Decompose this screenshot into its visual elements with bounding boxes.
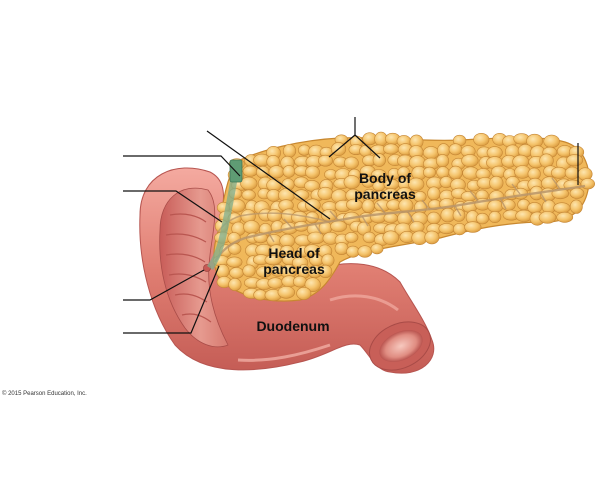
- pancreas-lobule: [282, 143, 297, 158]
- pancreas-lobule: [550, 166, 568, 179]
- label-body-line1: Body of: [358, 170, 412, 186]
- pancreas-lobule: [488, 211, 502, 224]
- pancreas-lobule: [487, 199, 504, 213]
- pancreas-lobule: [343, 175, 360, 190]
- pancreas-lobule: [473, 133, 490, 147]
- leader-lines: [123, 117, 579, 334]
- pancreas-lobule: [426, 211, 441, 225]
- pancreas-lobule: [408, 177, 425, 192]
- pancreas-lobule: [539, 153, 554, 168]
- pancreas-lobule: [382, 230, 400, 245]
- leader-line-3: [123, 269, 205, 301]
- pancreas-lobule: [569, 187, 585, 199]
- pancreas-lobule: [304, 277, 321, 293]
- pancreas-lobule: [453, 223, 467, 236]
- pancreas-lobule: [422, 166, 436, 178]
- pancreas-lobule: [267, 277, 284, 289]
- pancreas-lobule: [372, 153, 386, 167]
- pancreas-lobule: [229, 267, 244, 279]
- pancreas-lobule: [422, 146, 440, 160]
- pancreas-lobule: [293, 189, 310, 201]
- label-head-of-pancreas: Head of pancreas: [250, 245, 338, 277]
- pancreas-lobule: [228, 277, 242, 291]
- label-body-line2: pancreas: [354, 186, 416, 202]
- pancreas-lobule: [448, 165, 463, 180]
- label-head-line1: Head of: [268, 245, 320, 261]
- pancreas-lobule: [361, 176, 375, 188]
- pancreas-lobule: [370, 243, 384, 255]
- pancreas-lobule: [461, 154, 479, 168]
- pancreas: [207, 131, 595, 302]
- pancreas-lobule: [464, 221, 482, 233]
- label-head-line2: pancreas: [263, 261, 325, 277]
- pancreas-lobule: [242, 165, 258, 177]
- pancreas-lobule: [307, 231, 325, 245]
- leader-line-4: [123, 265, 220, 334]
- pancreas-lobule: [317, 186, 334, 201]
- pancreas-lobule: [438, 223, 455, 235]
- pancreas-lobule: [240, 176, 258, 191]
- pancreas-lobule: [241, 189, 256, 201]
- pancreas-lobule: [452, 208, 466, 222]
- pancreas-lobule: [330, 220, 348, 233]
- pancreas-lobule: [370, 169, 387, 181]
- pancreas-lobule: [264, 254, 282, 266]
- pancreas-lobule: [343, 156, 359, 170]
- pancreas-lobule: [317, 154, 333, 167]
- pancreas-lobule: [543, 134, 560, 148]
- pancreas-lobule: [215, 264, 230, 279]
- pancreas-lobule: [556, 211, 574, 223]
- pancreas-lobule: [296, 286, 312, 300]
- pancreas-lobule: [242, 264, 256, 278]
- pancreas-lobule: [424, 230, 440, 245]
- pancreas-lobule: [564, 166, 580, 180]
- pancreas-lobule: [357, 245, 373, 258]
- pancreas-lobule: [362, 231, 376, 244]
- pancreas-lobule: [318, 264, 333, 279]
- pancreas-lobule: [266, 209, 282, 223]
- pancreas-lobule: [475, 212, 489, 225]
- pancreas-lobule: [346, 245, 360, 258]
- pancreas-lobule: [435, 154, 450, 168]
- leader-line-1: [123, 155, 241, 177]
- label-body-of-pancreas: Body of pancreas: [336, 170, 434, 202]
- leader-line-5: [206, 130, 331, 220]
- pancreas-lobule: [489, 175, 504, 191]
- pancreas-lobule: [448, 143, 463, 156]
- pancreas-lobule: [553, 202, 571, 214]
- label-duodenum: Duodenum: [256, 318, 330, 334]
- leader-line-6: [328, 117, 381, 159]
- pancreas-lobule: [305, 165, 320, 179]
- pancreas-lobule: [344, 231, 359, 243]
- pancreas-lobule: [569, 199, 583, 214]
- pancreas-lobule: [409, 221, 425, 233]
- duodenum: [139, 167, 435, 374]
- pancreas-lobule: [566, 154, 584, 167]
- pancreas-lobule: [304, 198, 321, 212]
- pancreas-lobule: [538, 211, 557, 224]
- pancreas-lobule: [243, 220, 260, 234]
- copyright-notice: © 2015 Pearson Education, Inc.: [2, 391, 87, 397]
- pancreas-lobule: [226, 256, 243, 268]
- pancreas-lobule: [277, 285, 295, 299]
- pancreas-lobule: [383, 143, 399, 155]
- leader-line-2: [123, 190, 223, 223]
- pancreas-lobule: [282, 165, 296, 178]
